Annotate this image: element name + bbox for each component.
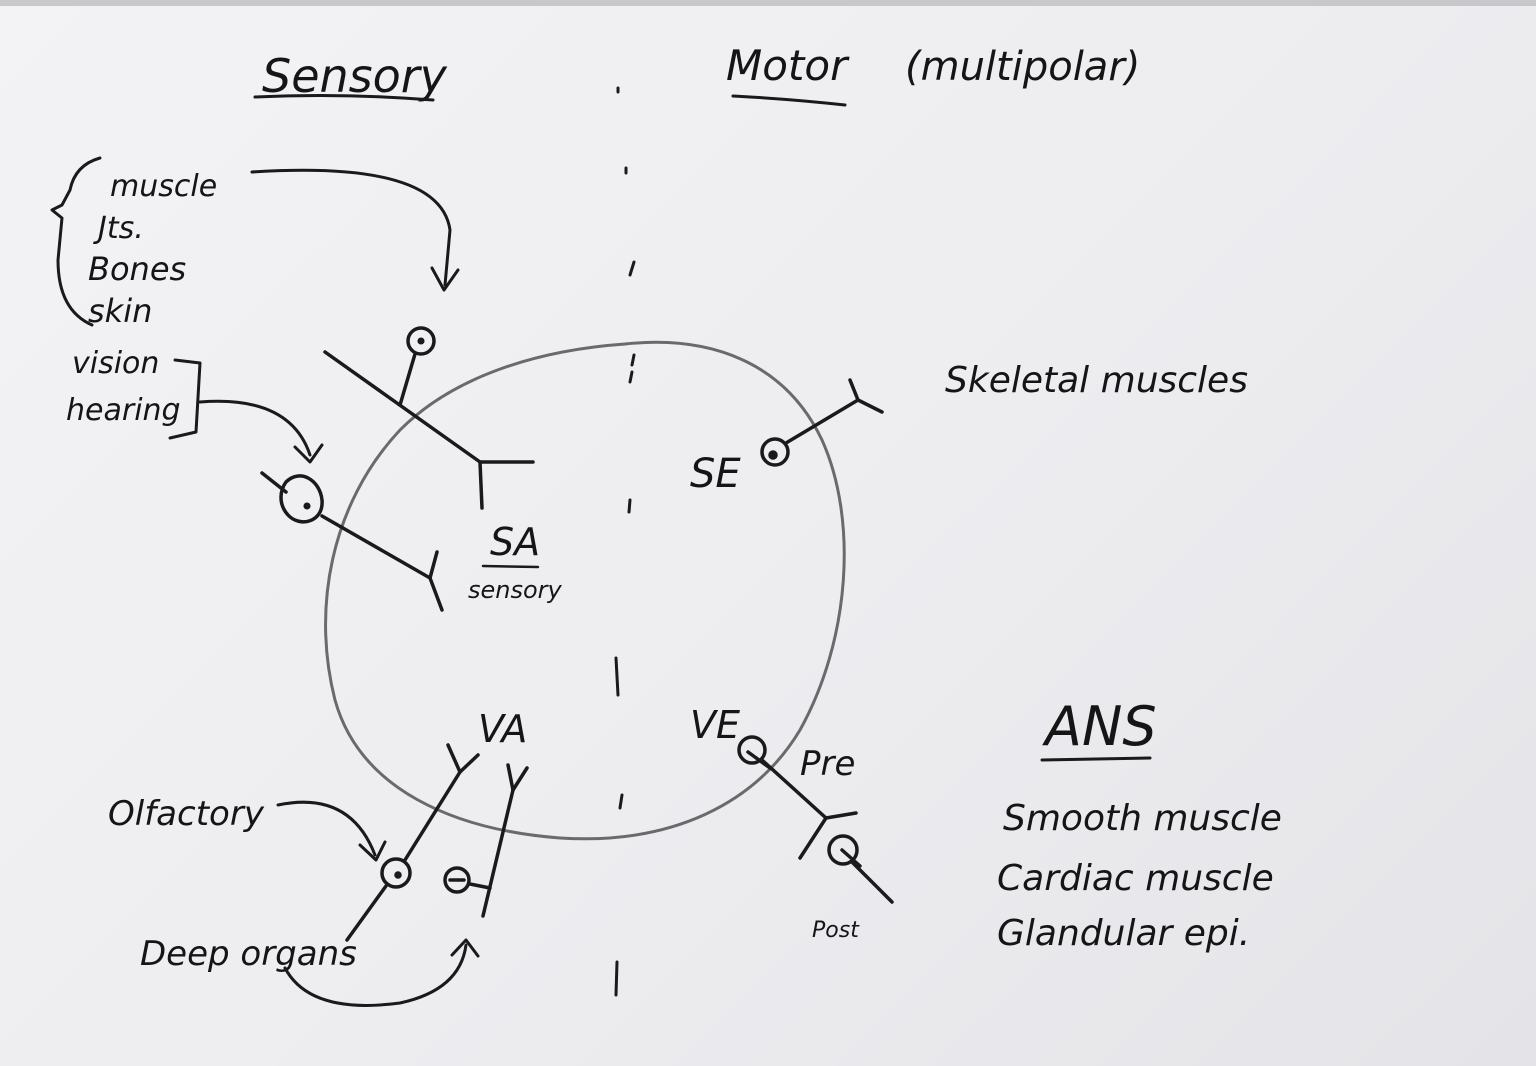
region-va-label: VA (478, 707, 527, 751)
somatic-efferent-cell-body (760, 437, 790, 467)
special-sources: vision hearing (66, 346, 324, 464)
motor-note-text: (multipolar) (905, 44, 1140, 90)
source-vision: vision (72, 346, 159, 381)
divider-marks (614, 86, 636, 997)
somatic-sources: muscle Jts. Bones skin (50, 156, 460, 330)
somatic-brace (50, 156, 102, 327)
preganglionic-label: Pre (800, 744, 855, 784)
source-skin: skin (88, 292, 152, 330)
motor-heading: Motor (multipolar) (726, 41, 1140, 107)
special-arrow (198, 399, 312, 457)
motor-heading-text: Motor (726, 41, 850, 90)
olfactory-neuron (345, 743, 480, 942)
region-sa: SA sensory (468, 520, 563, 604)
deep-organs-arrow-head (450, 938, 480, 958)
postganglionic-cell-body (827, 834, 859, 866)
visceral-efferent-neurons: VE Pre Post (690, 703, 894, 943)
ans-underline (1040, 756, 1152, 762)
ans-block: ANS Smooth muscle Cardiac muscle Glandul… (997, 695, 1282, 954)
somatic-arrow (250, 168, 452, 287)
source-joints: Jts. (93, 211, 144, 246)
source-bones: Bones (88, 250, 186, 288)
somatic-afferent-neuron (323, 326, 535, 510)
postganglionic-label: Post (812, 918, 860, 943)
paper-edge (0, 0, 1536, 6)
spinal-cord-outline (324, 340, 846, 841)
deep-organ-cell-body (443, 866, 471, 894)
special-afferent-cell-body (279, 474, 324, 524)
ans-item-glandular: Glandular epi. (997, 913, 1250, 954)
sensory-heading-underline (253, 94, 435, 102)
ans-item-smooth: Smooth muscle (1003, 798, 1282, 839)
somatic-afferent-cell-body (406, 326, 436, 356)
target-skeletal-muscles: Skeletal muscles (945, 360, 1248, 401)
olfactory-source: Olfactory (108, 794, 387, 862)
olfactory-arrow (276, 800, 377, 857)
source-deep-organs: Deep organs (140, 934, 357, 974)
source-olfactory: Olfactory (108, 794, 265, 834)
preganglionic-cell-body (737, 735, 767, 765)
olfactory-cell-body (380, 857, 412, 889)
motor-heading-underline (731, 94, 847, 107)
sensory-heading: Sensory (253, 49, 448, 103)
region-se-label: SE (690, 451, 741, 497)
somatic-arrow-head (430, 266, 460, 292)
deep-organs-source: Deep organs (140, 934, 480, 1007)
sensory-heading-text: Sensory (262, 49, 448, 103)
olfactory-arrow-head (358, 840, 387, 862)
region-ve-label: VE (690, 703, 740, 747)
region-sa-sublabel: sensory (468, 576, 563, 604)
special-bracket (168, 358, 202, 440)
ans-title: ANS (1042, 695, 1157, 758)
source-muscle: muscle (110, 169, 217, 204)
region-sa-underline (481, 564, 540, 569)
region-sa-label: SA (490, 520, 540, 564)
source-hearing: hearing (66, 393, 181, 428)
somatic-efferent-neuron: SE (690, 378, 884, 497)
special-arrow-head (293, 443, 324, 464)
deep-organ-neuron (443, 763, 529, 918)
ans-item-cardiac: Cardiac muscle (997, 858, 1274, 899)
special-afferent-neuron (260, 471, 444, 612)
deep-organs-arrow (283, 943, 468, 1007)
